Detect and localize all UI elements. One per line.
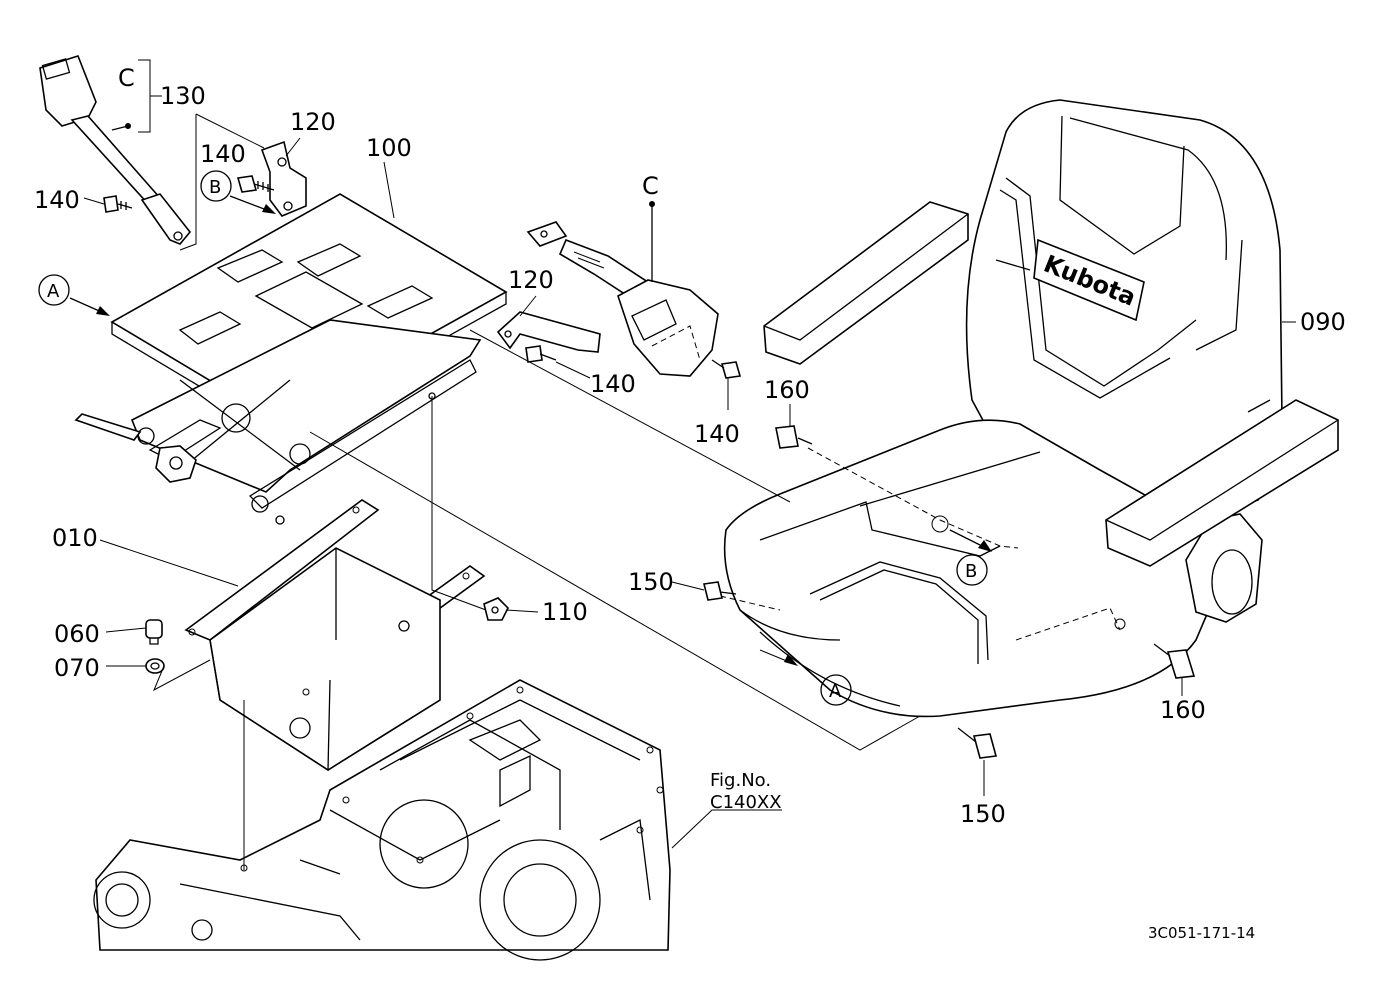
nut-110 <box>483 597 509 621</box>
transmission-case <box>93 679 671 961</box>
ref-b-top: B <box>209 177 221 198</box>
bracket-120-upper <box>260 140 307 217</box>
bolt-140-left <box>103 195 133 213</box>
callout-120-mid: 120 <box>508 266 554 294</box>
callout-160-upper: 160 <box>764 376 810 404</box>
ref-c-top: C <box>118 64 135 92</box>
bolt-160-upper <box>775 425 813 449</box>
callout-160-lower: 160 <box>1160 696 1206 724</box>
callout-110: 110 <box>542 598 588 626</box>
ref-b-seat: B <box>965 561 977 582</box>
callout-090: 090 <box>1300 308 1346 336</box>
callout-140-mid: 140 <box>590 370 636 398</box>
seat-belt-buckle <box>39 55 192 245</box>
bolt-150-lower <box>957 727 998 759</box>
ref-a-bottom: A <box>829 681 842 702</box>
callout-150-left: 150 <box>628 568 674 596</box>
diagram-code: 3C051-171-14 <box>1148 924 1255 942</box>
bolt-160-lower <box>1153 643 1196 679</box>
leader-lines <box>69 95 1296 870</box>
callout-100: 100 <box>366 134 412 162</box>
ref-a-bottom-circle <box>820 674 852 706</box>
bolt-060 <box>145 619 163 645</box>
callout-140-upper: 140 <box>200 140 246 168</box>
bracket-120-lower <box>496 311 601 353</box>
ref-b-seat-circle <box>956 554 988 586</box>
bolt-140-upper <box>236 175 275 193</box>
callout-140-left: 140 <box>34 186 80 214</box>
bolt-140-right <box>711 359 742 379</box>
ref-c-mid: C <box>642 172 659 200</box>
callout-060: 060 <box>54 620 100 648</box>
seat-mount-bracket <box>184 499 486 772</box>
callout-010: 010 <box>52 524 98 552</box>
operator-seat: Kubota <box>719 99 1339 718</box>
seat-suspension-assembly <box>74 193 508 525</box>
callout-150-lower: 150 <box>960 800 1006 828</box>
fig-ref-code: C140XX <box>710 792 782 813</box>
bolt-140-mid <box>525 345 557 363</box>
fig-ref-label: Fig.No. <box>710 770 771 791</box>
callout-130: 130 <box>160 82 206 110</box>
ref-a-left: A <box>47 281 60 302</box>
callout-070: 070 <box>54 654 100 682</box>
callout-140-right: 140 <box>694 420 740 448</box>
washer-070 <box>145 658 165 674</box>
ref-a-left-circle <box>38 274 70 306</box>
callout-120-top: 120 <box>290 108 336 136</box>
bolt-150-left <box>703 581 737 601</box>
ref-b-top-circle <box>200 170 232 202</box>
seat-belt-retractor <box>526 201 719 377</box>
